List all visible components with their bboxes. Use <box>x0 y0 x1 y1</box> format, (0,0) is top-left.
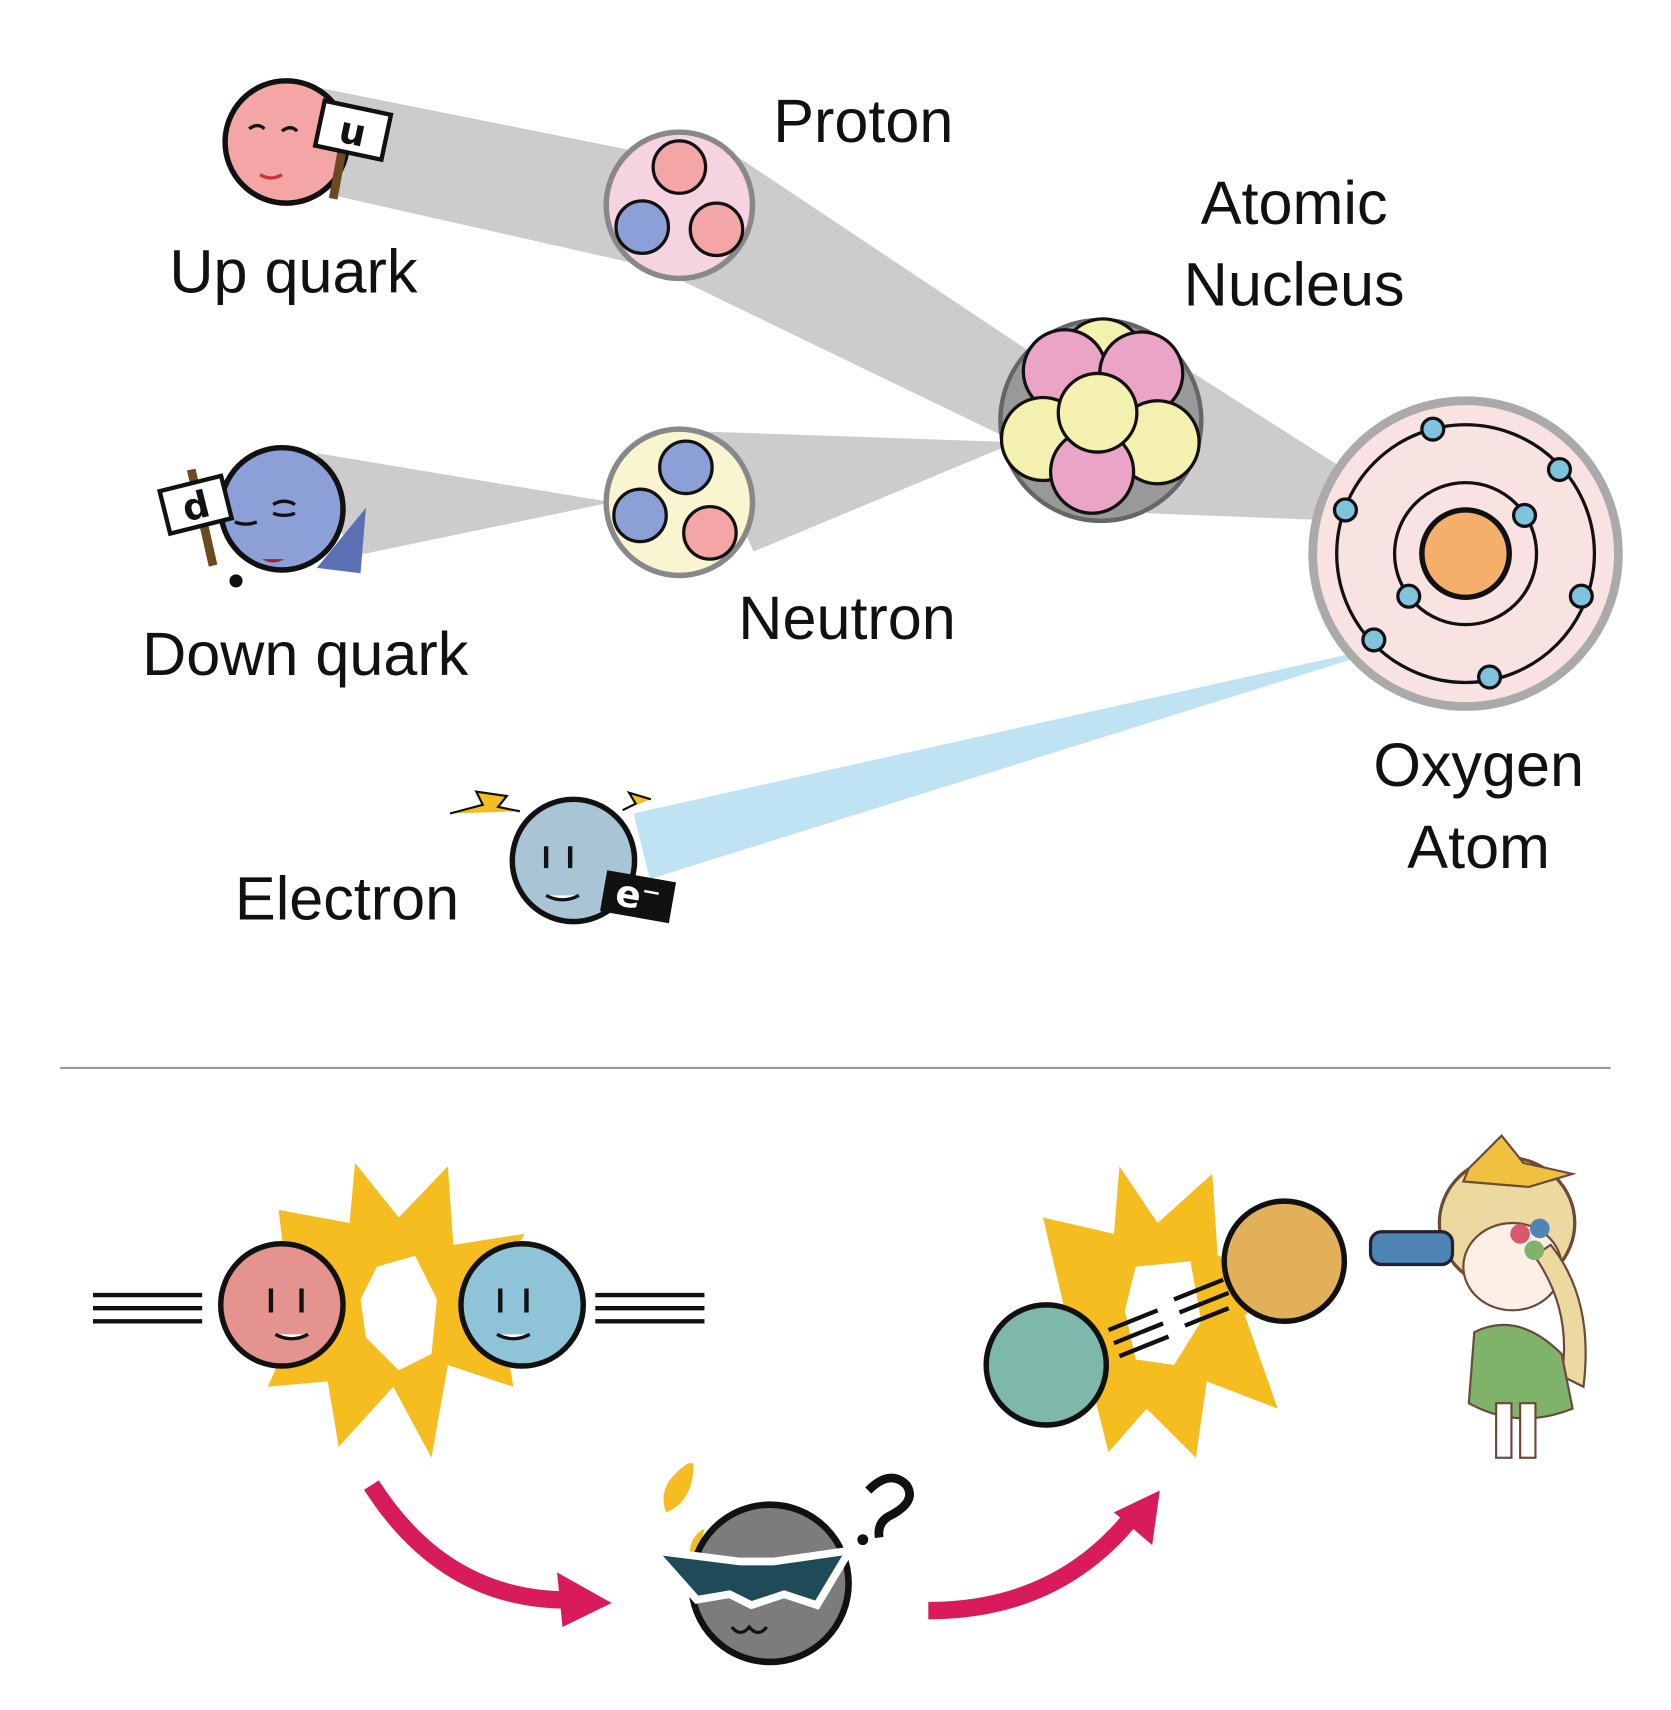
label-down-quark: Down quark <box>142 620 469 688</box>
cone-proton-to-nucleus <box>677 152 1027 437</box>
cone-neutron-to-nucleus <box>699 431 1016 552</box>
arrow-left <box>364 1480 612 1628</box>
label-electron: Electron <box>235 864 459 932</box>
collision-scene <box>92 1162 705 1458</box>
cone-up-to-proton <box>316 87 678 273</box>
arrow-right <box>928 1490 1160 1620</box>
neutron-icon <box>603 426 756 579</box>
cone-down-to-neutron <box>316 453 612 557</box>
label-proton: Proton <box>773 87 953 155</box>
label-nucleus-line1: Atomic <box>1201 169 1388 237</box>
proton-icon <box>603 129 756 282</box>
cone-electron-to-atom <box>633 652 1366 880</box>
atomic-nucleus-icon <box>998 317 1204 524</box>
up-quark-character: u <box>222 78 394 206</box>
down-quark-character: d <box>156 444 366 588</box>
observer-girl-character <box>1368 1133 1587 1459</box>
electron-sign: e⁻ <box>612 871 664 921</box>
mystery-particle <box>643 1463 914 1666</box>
label-oxygen-line1: Oxygen <box>1373 731 1584 799</box>
electron-character: e⁻ <box>449 790 677 925</box>
label-oxygen-line2: Atom <box>1407 813 1550 881</box>
label-neutron: Neutron <box>738 584 955 652</box>
oxygen-atom-icon <box>1308 396 1623 711</box>
label-nucleus-line2: Nucleus <box>1184 251 1405 319</box>
label-up-quark: Up quark <box>169 238 417 306</box>
result-scene <box>983 1166 1348 1458</box>
